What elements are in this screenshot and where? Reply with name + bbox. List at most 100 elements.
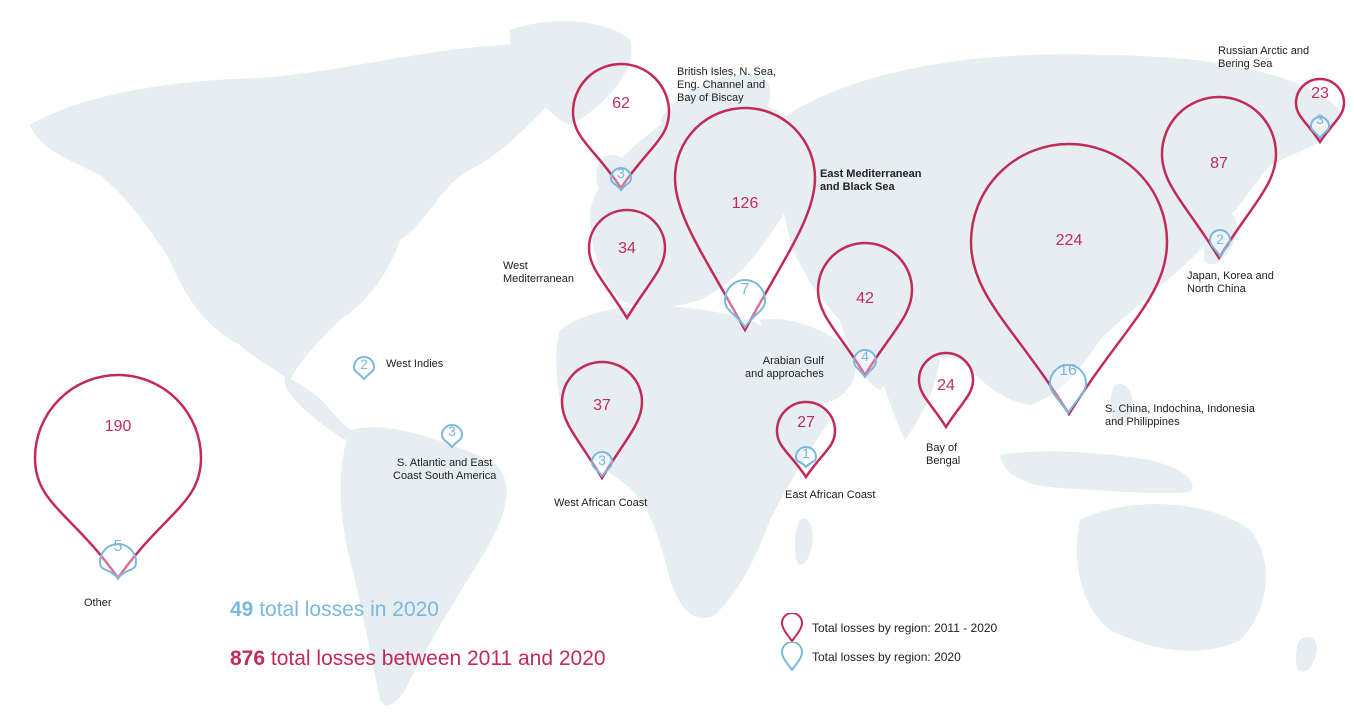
pin-value: 42 [856,290,874,307]
pin-value: 34 [618,240,636,257]
legend-item-2011-2020: Total losses by region: 2011 - 2020 [780,613,997,643]
pin-japan-korea-2011-2020: 87 [1160,95,1278,261]
label-east-africa: East African Coast [785,489,876,501]
pin-outline [587,208,667,321]
blue-pin-icon [780,642,804,672]
pin-british-isles-2011-2020: 62 [571,62,671,191]
label-west-africa: West African Coast [554,497,648,509]
africa [556,306,830,619]
pin-outline [1048,364,1088,415]
pin-value: 3 [598,452,606,468]
pin-other-2020: 5 [98,538,138,580]
legend-item-2020: Total losses by region: 2020 [780,642,961,672]
pin-value: 2 [1216,231,1224,247]
pin-s-china-2011-2020: 224 [969,142,1169,417]
pin-outline [775,400,837,480]
pin-value: 5 [114,538,123,555]
asia [778,54,1340,406]
pin-value: 2 [360,356,368,372]
pin-east-med-2011-2020: 126 [673,106,817,333]
pin-arabian-gulf-2020: 4 [852,348,878,379]
pin-outline [33,373,203,581]
pin-value: 1 [802,445,810,461]
pin-value: 87 [1210,155,1228,172]
pin-value: 62 [612,95,630,112]
total-2020-text: total losses in 2020 [259,598,439,621]
legend-label-2011-2020: Total losses by region: 2011 - 2020 [812,621,998,635]
total-2020-value: 49 [230,598,254,621]
australia [1076,503,1267,651]
pin-outline [794,446,818,469]
pin-outline [969,142,1169,417]
pin-value: 224 [1056,232,1083,249]
pin-outline [571,62,671,191]
pin-east-africa-2020: 1 [794,445,818,469]
pin-value: 27 [797,414,815,431]
pin-outline [609,167,633,192]
philippines [1110,383,1133,426]
south-america [340,427,507,706]
pin-value: 4 [861,348,869,364]
pin-outline [590,451,614,478]
pin-russian-arctic-2011-2020: 23 [1294,77,1346,145]
pin-value: 190 [105,418,132,435]
total-losses-2020: 49 total losses in 2020 [230,598,439,622]
arabian-peninsula [760,319,856,405]
pin-outline [1309,116,1331,140]
pin-west-africa-2011-2020: 37 [560,360,644,481]
pin-outline [917,351,975,430]
pin-value: 3 [617,165,625,181]
pin-s-china-2020: 16 [1048,362,1088,415]
pin-outline [98,543,138,580]
pin-other-2011-2020: 190 [33,373,203,581]
north-america [30,44,581,380]
crimson-pin-icon [780,613,804,643]
pin-value: 23 [1311,85,1329,102]
pin-british-isles-2020: 3 [609,165,633,192]
pin-japan-korea-2020: 2 [1208,229,1232,258]
pin-outline [352,356,376,381]
pin-value: 16 [1059,362,1077,379]
pin-east-africa-2011-2020: 27 [775,400,837,480]
total-losses-2011-2020: 876 total losses between 2011 and 2020 [230,647,606,671]
pin-east-med-2020: 7 [723,279,767,329]
japan [1203,211,1237,265]
indonesia [1000,451,1193,493]
pin-bay-of-bengal-2011-2020: 24 [917,351,975,430]
india [878,338,940,440]
legend-label-2020: Total losses by region: 2020 [812,650,961,664]
pin-west-indies-2020: 2 [352,356,376,381]
pin-value: 37 [593,397,611,414]
pin-value: 24 [937,377,955,394]
pin-outline [1294,77,1346,145]
pin-outline [440,424,464,449]
pin-arabian-gulf-2011-2020: 42 [816,241,914,378]
pin-value: 7 [741,281,750,298]
land-masses [30,21,1340,706]
pin-west-africa-2020: 3 [590,451,614,478]
europe [590,97,801,308]
pin-outline [1208,229,1232,258]
central-america [284,375,355,440]
pin-west-med-2011-2020: 34 [587,208,667,321]
total-decade-text: total losses between 2011 and 2020 [270,647,606,670]
pin-outline [1160,95,1278,261]
total-decade-value: 876 [230,647,266,670]
pin-outline [673,106,817,333]
pin-outline [852,349,878,379]
pin-outline [723,279,767,329]
label-west-indies: West Indies [386,358,444,370]
pin-outline [816,241,914,378]
madagascar [795,518,813,565]
greenland [510,21,632,125]
pin-outline [560,360,644,481]
